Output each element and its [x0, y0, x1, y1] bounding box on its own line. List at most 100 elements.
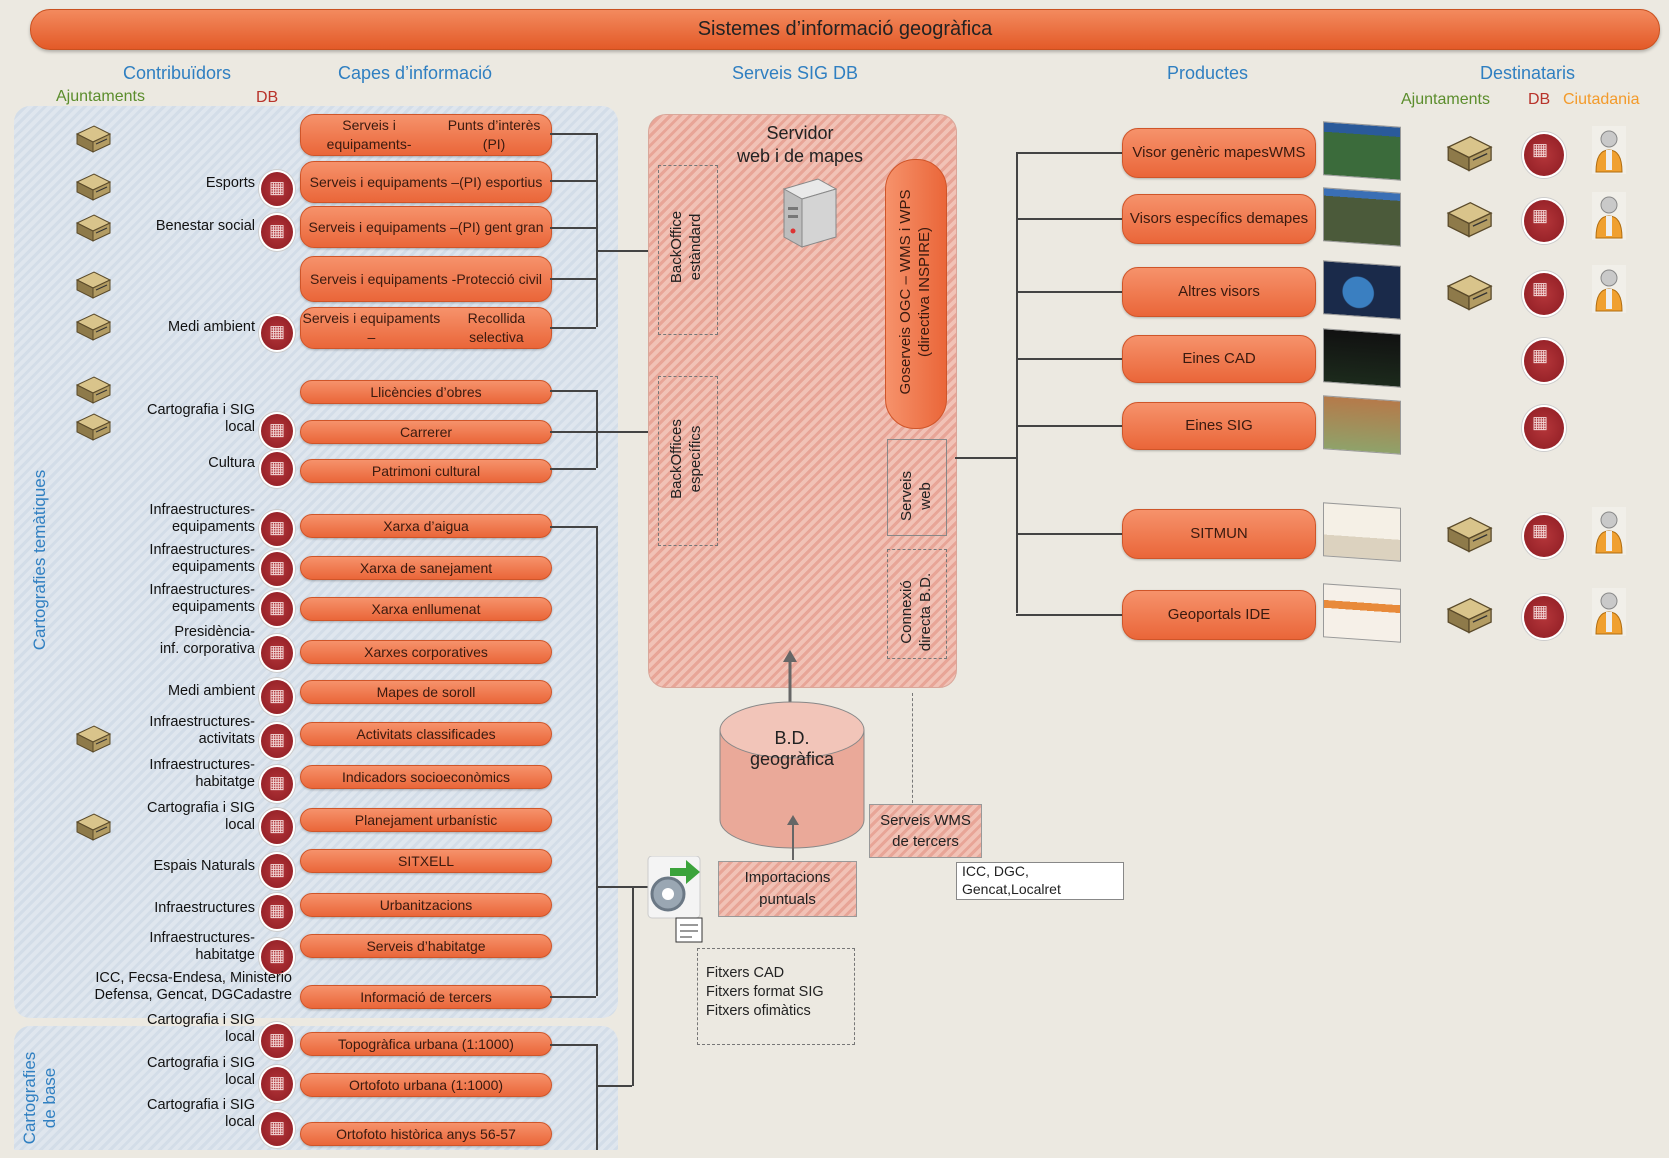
db-seal-icon [259, 1065, 295, 1103]
contributor-label: Infraestructures-activitats [149, 714, 255, 747]
layer-box: Carrerer [300, 420, 552, 444]
citizen-person-icon [1592, 126, 1626, 174]
ajuntament-building-icon [1444, 198, 1493, 238]
file-types-box [697, 948, 855, 1045]
icc-sources-label: ICC, DGC,Gencat,Localret [962, 863, 1061, 897]
header-destinataris: Destinataris [1480, 63, 1576, 83]
db-seal-icon [259, 170, 295, 208]
serveis-web-box [887, 439, 947, 536]
connector [596, 526, 598, 996]
db-seal-icon [1522, 513, 1566, 559]
contributor-label: Infraestructures-equipaments [149, 582, 255, 615]
header-contribuidors: Contribuïdors [123, 63, 232, 83]
contributor-label: Espais Naturals [153, 858, 255, 874]
layer-box: Informació de tercers [300, 985, 552, 1009]
connector [550, 133, 596, 135]
layer-box: Xarxes corporatives [300, 640, 552, 664]
contributor-label: Medi ambient [167, 683, 255, 699]
citizen-person-icon [1592, 192, 1626, 240]
connector [550, 996, 596, 998]
connector [596, 886, 648, 888]
db-seal-icon [1522, 198, 1566, 244]
connector [550, 1044, 596, 1046]
db-seal-icon [259, 314, 295, 352]
layer-box: Xarxa enllumenat [300, 597, 552, 621]
db-seal-icon [259, 510, 295, 548]
product-screenshot-thumbnail [1323, 328, 1401, 388]
connector [955, 457, 1017, 459]
connector [550, 327, 596, 329]
db-seal-icon [259, 678, 295, 716]
db-seal-icon [259, 1022, 295, 1060]
icc-sources-box [956, 862, 1124, 900]
ajuntament-building-icon [74, 211, 112, 242]
db-seal-icon [1522, 338, 1566, 384]
product-screenshot-thumbnail [1323, 121, 1401, 181]
citizen-person-icon [1592, 507, 1626, 555]
contributor-label: Infraestructures-equipaments [149, 542, 255, 575]
layer-box: Activitats classificades [300, 722, 552, 746]
connector [596, 133, 598, 327]
import-db-arrow [787, 815, 799, 860]
connector [1016, 425, 1122, 427]
db-seal-icon [259, 634, 295, 672]
ajuntament-building-icon [1444, 132, 1493, 172]
contributor-label: Infraestructures-equipaments [149, 502, 255, 535]
layer-box: Llicències d’obres [300, 380, 552, 404]
subheader-ajuntaments-right: Ajuntaments [1401, 91, 1490, 108]
contributor-label: Cultura [208, 455, 255, 471]
ajuntament-building-icon [74, 310, 112, 341]
file-type-item: Fitxers ofimàtics [706, 1003, 811, 1019]
connector [596, 1044, 598, 1150]
connector [550, 390, 596, 392]
layer-box: Indicadors socioeconòmics [300, 765, 552, 789]
product-screenshot-thumbnail [1323, 187, 1401, 247]
ajuntament-building-icon [1444, 513, 1493, 553]
ajuntament-building-icon [1444, 271, 1493, 311]
layer-box: Planejament urbanístic [300, 808, 552, 832]
product-box: Eines CAD [1122, 335, 1316, 383]
server-icon [782, 178, 838, 248]
layer-box: Topogràfica urbana (1:1000) [300, 1032, 552, 1056]
connector [550, 227, 596, 229]
server-title-line1: Servidor [766, 123, 834, 143]
product-screenshot-thumbnail [1323, 583, 1401, 643]
layer-box: Ortofoto històrica anys 56-57 [300, 1122, 552, 1146]
product-box: Geoportals IDE [1122, 590, 1316, 640]
panel-label-base-line1: Cartografies [20, 1051, 39, 1145]
db-seal-icon [259, 808, 295, 846]
connector [550, 278, 596, 280]
db-seal-icon [1522, 405, 1566, 451]
file-types-list: Fitxers CAD Fitxers format SIG Fitxers o… [706, 964, 824, 1021]
db-seal-icon [259, 550, 295, 588]
header-productes: Productes [1167, 63, 1249, 83]
layer-box: Serveis i equipaments -Protecció civil [300, 256, 552, 302]
product-screenshot-thumbnail [1323, 502, 1401, 562]
layer-box: Serveis i equipaments –(PI) esportius [300, 161, 552, 203]
connector [1016, 152, 1122, 154]
server-title: Servidor web i de mapes [700, 122, 900, 168]
contributor-label: Infraestructures-habitatge [149, 757, 255, 790]
connector [550, 180, 596, 182]
citizen-person-icon [1592, 265, 1626, 313]
db-seal-icon [259, 213, 295, 251]
layer-box: SITXELL [300, 849, 552, 873]
connector [1016, 291, 1122, 293]
db-seal-icon [1522, 132, 1566, 178]
layer-box: Serveis i equipaments –Recollida selecti… [300, 307, 552, 349]
layer-box: Serveis i equipaments –(PI) gent gran [300, 206, 552, 248]
layer-box: Patrimoni cultural [300, 459, 552, 483]
layer-box: Urbanitzacions [300, 893, 552, 917]
db-seal-icon [259, 893, 295, 931]
db-seal-icon [259, 852, 295, 890]
